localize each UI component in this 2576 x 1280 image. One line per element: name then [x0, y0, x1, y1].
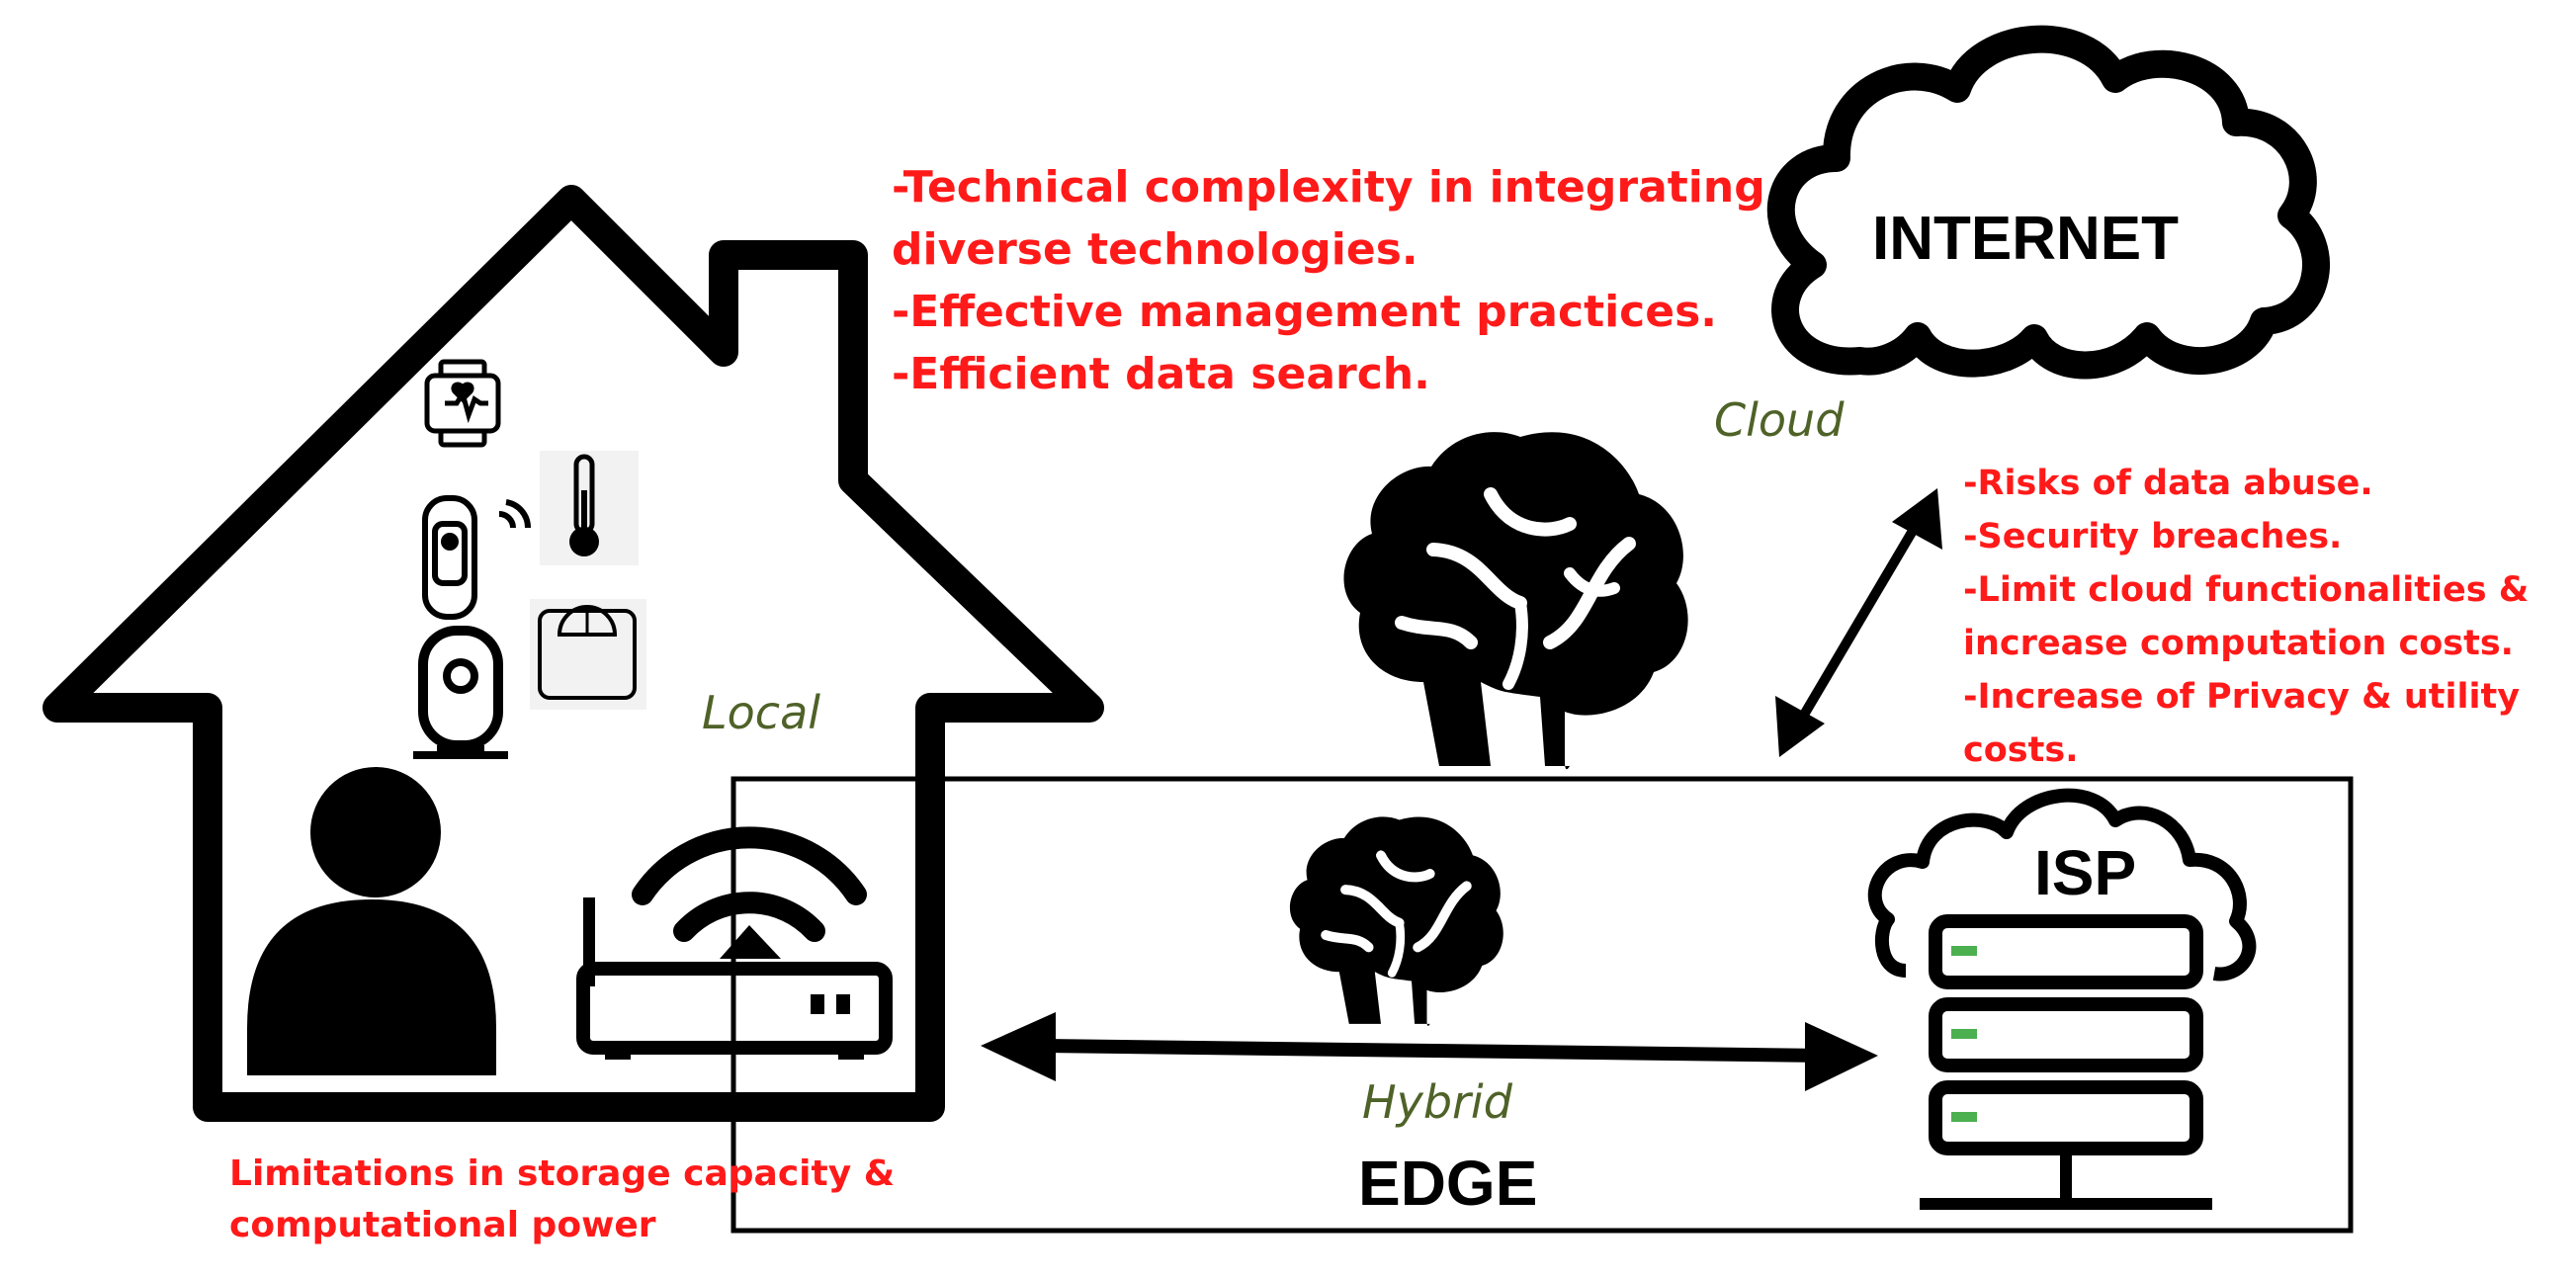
note-line: computational power — [229, 1205, 656, 1245]
wifi-router-icon — [576, 826, 893, 1060]
bathroom-scale-icon — [530, 599, 646, 710]
edge-region-box — [730, 776, 2354, 1234]
note-line: increase computation costs. — [1963, 624, 2514, 663]
brain-icon — [1289, 816, 1503, 1026]
note-line: -Efficient data search. — [892, 349, 1430, 399]
note-line: costs. — [1963, 730, 2079, 770]
isp-label: ISP — [2034, 837, 2137, 908]
note-line: -Risks of data abuse. — [1963, 464, 2373, 503]
brain-icon — [1343, 432, 1688, 770]
hybrid-label: Hybrid — [1362, 1075, 1512, 1129]
internet-cloud-shape — [1766, 25, 2330, 380]
note-line: -Security breaches. — [1963, 517, 2343, 556]
note-line: -Increase of Privacy & utility — [1963, 677, 2521, 717]
person-icon — [247, 767, 496, 1075]
edge-internet-double-arrow — [1775, 488, 1942, 757]
security-camera-icon — [413, 626, 508, 759]
cloud-server-icon — [1867, 788, 2257, 1210]
internet-label: INTERNET — [1872, 205, 2179, 273]
local-limits-note: Limitations in storage capacity & comput… — [229, 1149, 895, 1251]
local-isp-double-arrow — [981, 1012, 1878, 1091]
fitness-band-icon — [422, 495, 532, 620]
cloud-risks-note: -Risks of data abuse. -Security breaches… — [1963, 457, 2529, 777]
note-line: -Limit cloud functionalities & — [1963, 570, 2530, 610]
note-line: -Effective management practices. — [892, 287, 1718, 337]
top-challenges-note: -Technical complexity in integrating div… — [892, 156, 1765, 405]
house-outline — [43, 185, 1104, 1122]
thermometer-icon — [540, 451, 639, 565]
note-line: diverse technologies. — [892, 224, 1418, 275]
note-line: Limitations in storage capacity & — [229, 1153, 896, 1194]
note-line: -Technical complexity in integrating — [892, 162, 1765, 213]
local-label: Local — [702, 686, 821, 739]
edge-label: EDGE — [1358, 1148, 1538, 1219]
cloud-label: Cloud — [1714, 393, 1845, 447]
smartwatch-heart-icon — [424, 359, 501, 448]
